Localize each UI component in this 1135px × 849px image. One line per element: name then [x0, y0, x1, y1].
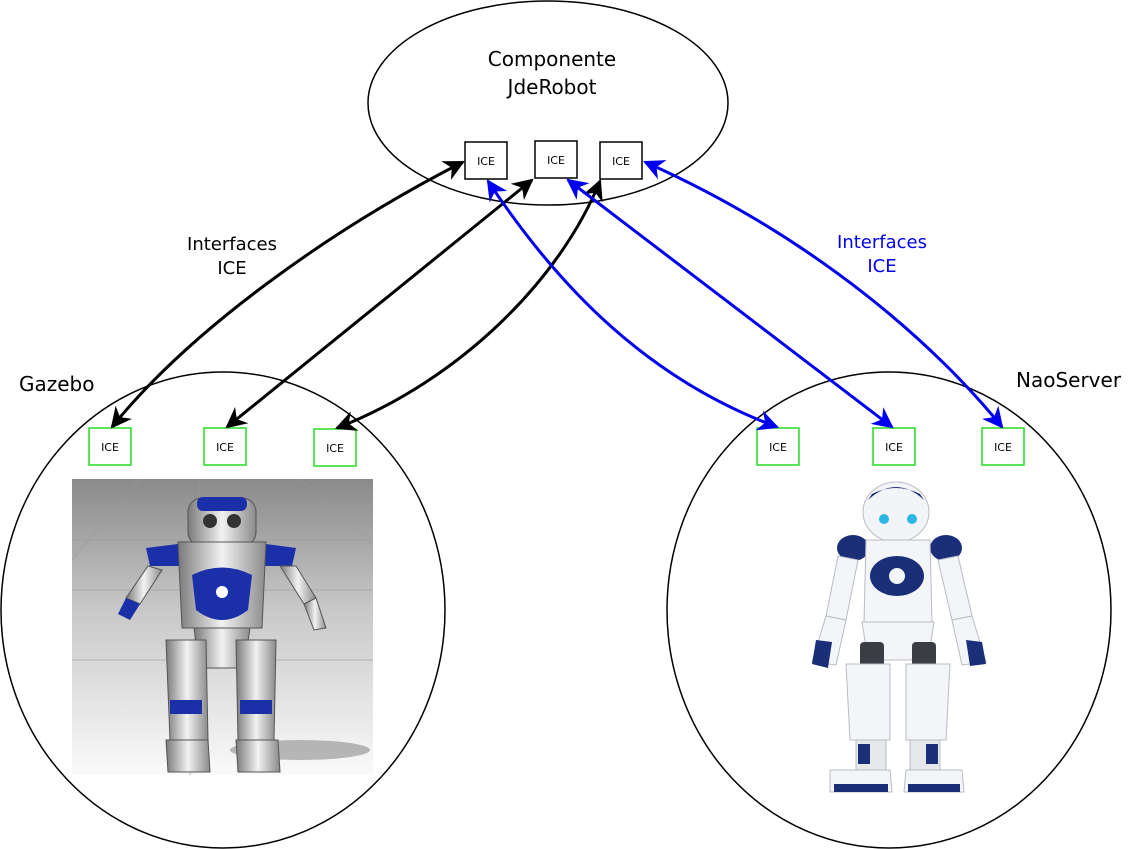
gazebo-robot-image [71, 478, 374, 776]
component-title-line2: JdeRobot [506, 75, 597, 99]
component-ice-interface-3: ICE [599, 141, 643, 180]
ice-label: ICE [885, 441, 903, 454]
connector-gazebo-2 [225, 178, 534, 429]
ice-label: ICE [326, 442, 344, 455]
gazebo-label: Gazebo [19, 372, 95, 396]
left-link-label-line1: Interfaces [187, 234, 277, 255]
component-title-line1: Componente [488, 47, 616, 71]
ice-label: ICE [547, 154, 565, 167]
gazebo-ice-interface-2: ICE [203, 427, 247, 466]
ice-label: ICE [477, 155, 495, 168]
naoserver-ice-interface-1: ICE [756, 427, 800, 466]
component-ice-interface-2: ICE [534, 140, 578, 179]
naoserver-label: NaoServer [1016, 368, 1122, 392]
gazebo-ice-interface-3: ICE [313, 428, 357, 467]
component-ice-interface-1: ICE [464, 141, 508, 180]
gazebo-ice-interface-1: ICE [88, 427, 132, 466]
ice-label: ICE [769, 441, 787, 454]
connector-naoserver-2 [566, 178, 894, 429]
ice-label: ICE [216, 441, 234, 454]
nao-robot-image [811, 481, 987, 793]
connector-naoserver-3 [643, 160, 1004, 429]
right-link-label-line1: Interfaces [837, 232, 927, 253]
left-link-label-line2: ICE [217, 258, 246, 279]
connector-naoserver-1 [486, 179, 779, 431]
naoserver-ice-interface-3: ICE [981, 427, 1025, 466]
ice-label: ICE [612, 155, 630, 168]
ice-label: ICE [994, 441, 1012, 454]
naoserver-ice-interface-2: ICE [872, 427, 916, 466]
right-link-label-line2: ICE [867, 256, 896, 277]
ice-label: ICE [101, 441, 119, 454]
